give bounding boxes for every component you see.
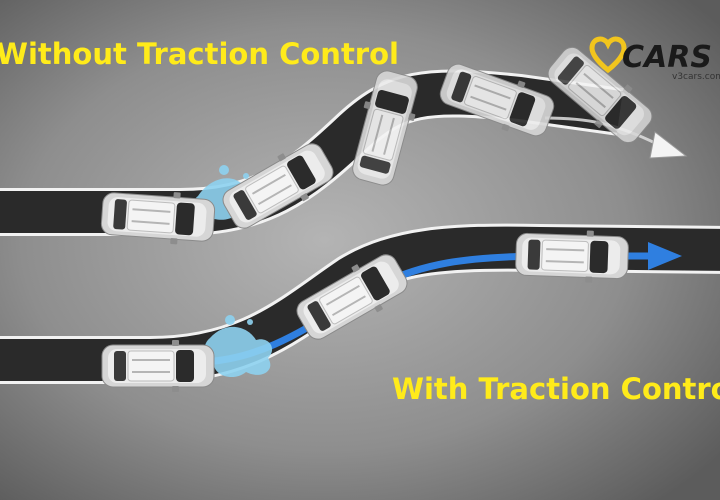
logo-icon: CARS v3cars.com — [589, 36, 720, 82]
water-splash-icon — [204, 315, 273, 378]
car-icon — [101, 339, 215, 393]
logo-text: CARS — [622, 40, 712, 75]
heading-without-traction: Without Traction Control — [0, 37, 399, 71]
arrow-right-icon — [648, 242, 682, 270]
heading-with-traction: With Traction Control — [392, 372, 720, 406]
logo-subtext: v3cars.com — [672, 72, 720, 82]
car-icon — [514, 227, 630, 285]
